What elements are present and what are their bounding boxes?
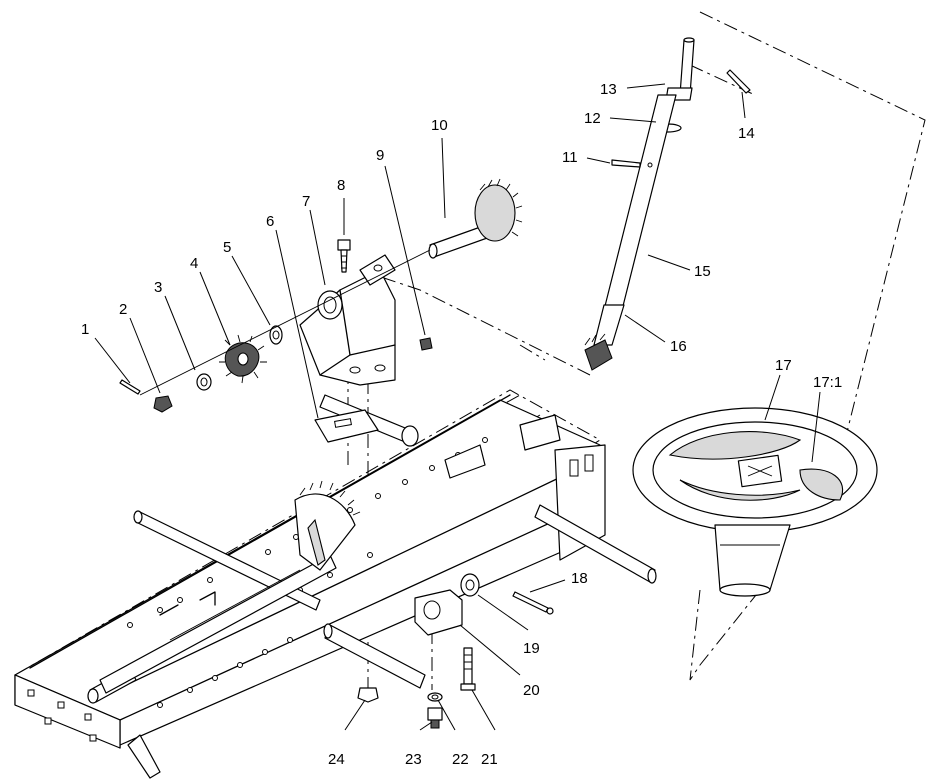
callout-16: 16 (670, 338, 687, 355)
leader-lines (94, 83, 821, 731)
callout-5: 5 (223, 239, 231, 256)
callout-21: 21 (481, 751, 498, 768)
callout-13: 13 (600, 81, 617, 98)
callout-17: 17 (775, 357, 792, 374)
callout-3: 3 (154, 279, 162, 296)
callout-labels: 1 2 3 4 5 6 7 8 9 10 11 12 13 14 15 16 1… (81, 81, 842, 768)
chassis-frame (14, 389, 657, 779)
callout-1: 1 (81, 321, 89, 338)
callout-6: 6 (266, 213, 274, 230)
lower-hardware (357, 573, 554, 729)
sector-gear (294, 480, 361, 571)
callout-12: 12 (584, 110, 601, 127)
callout-20: 20 (523, 682, 540, 699)
steering-wheel (632, 407, 878, 597)
steering-column (584, 37, 751, 371)
callout-17-1: 17:1 (813, 374, 842, 391)
callout-22: 22 (452, 751, 469, 768)
callout-4: 4 (190, 255, 198, 272)
callout-24: 24 (328, 751, 345, 768)
callout-7: 7 (302, 193, 310, 210)
callout-15: 15 (694, 263, 711, 280)
callout-23: 23 (405, 751, 422, 768)
callout-8: 8 (337, 177, 345, 194)
callout-18: 18 (571, 570, 588, 587)
callout-14: 14 (738, 125, 755, 142)
callout-11: 11 (562, 149, 578, 166)
steering-bracket-assembly (119, 178, 523, 443)
callout-19: 19 (523, 640, 540, 657)
callout-2: 2 (119, 301, 127, 318)
callout-10: 10 (431, 117, 448, 134)
callout-9: 9 (376, 147, 384, 164)
